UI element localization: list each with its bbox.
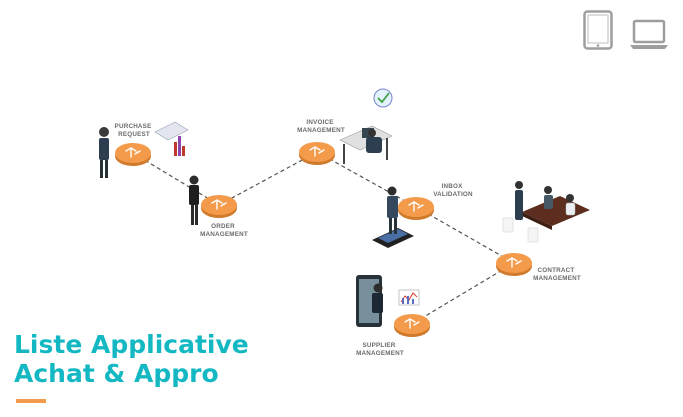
label-invoice-management: INVOICE MANAGEMENT [297, 119, 345, 134]
label-purchase-request-line2: REQUEST [118, 131, 150, 138]
supplier-management-illustration [356, 275, 420, 327]
contract-management-illustration [502, 181, 590, 243]
connector-contract-supplier [411, 262, 515, 325]
label-invoice-management-line1: INVOICE [306, 119, 333, 126]
node-inbox-validation [397, 196, 435, 221]
node-supplier-management [393, 313, 431, 338]
invoice-management-illustration [339, 88, 393, 164]
label-inbox-validation-line2: VALIDATION [433, 191, 473, 198]
label-order-management-line1: ORDER [211, 223, 235, 230]
label-order-management-line2: MANAGEMENT [200, 231, 248, 238]
node-purchase-request [114, 142, 152, 167]
title-underline [16, 399, 46, 403]
label-purchase-request-line1: PURCHASE [115, 123, 152, 130]
label-supplier-management: SUPPLIER MANAGEMENT [356, 342, 404, 357]
inbox-validation-illustration [372, 186, 414, 248]
label-inbox-validation-line1: INBOX [442, 183, 464, 190]
label-purchase-request: PURCHASE REQUEST [115, 123, 154, 138]
label-order-management: ORDER MANAGEMENT [200, 223, 248, 238]
node-invoice-management [298, 141, 336, 166]
laptop-icon[interactable] [629, 18, 669, 50]
page-title-line2: Achat & Appro [14, 359, 219, 388]
label-contract-management-line2: MANAGEMENT [533, 275, 581, 282]
label-supplier-management-line1: SUPPLIER [362, 342, 395, 349]
label-supplier-management-line2: MANAGEMENT [356, 350, 404, 357]
connector-inbox-contract [415, 206, 515, 264]
label-inbox-validation: INBOX VALIDATION [433, 183, 473, 198]
order-management-illustration [189, 175, 199, 225]
page-title-line1: Liste Applicative [14, 330, 249, 359]
purchase-request-illustration [99, 121, 189, 178]
node-order-management [200, 194, 238, 219]
connector-order-invoice [218, 151, 318, 206]
label-invoice-management-line2: MANAGEMENT [297, 127, 345, 134]
page-title: Liste Applicative Achat & Appro [14, 330, 249, 388]
label-contract-management: CONTRACT MANAGEMENT [533, 267, 581, 282]
connector-invoice-inbox [316, 151, 417, 208]
label-contract-management-line1: CONTRACT [538, 267, 575, 274]
tablet-icon[interactable] [583, 10, 613, 50]
device-switcher [583, 10, 669, 50]
node-contract-management [495, 252, 533, 277]
